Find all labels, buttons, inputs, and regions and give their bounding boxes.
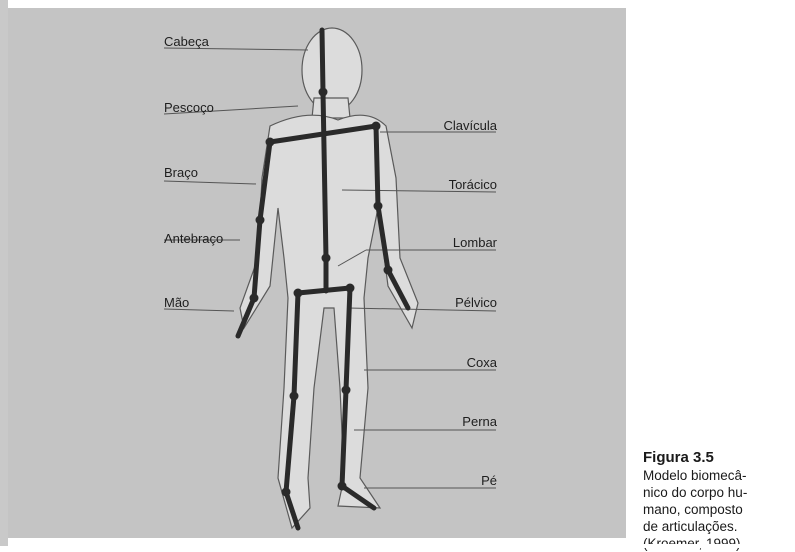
label-arm: Braço (164, 165, 198, 180)
label-hand: Mão (164, 295, 189, 310)
caption-line: Modelo biomecâ- (643, 467, 793, 484)
caption-title: Figura 3.5 (643, 448, 793, 467)
caption-crop-edge (639, 544, 795, 548)
label-head: Cabeça (164, 34, 209, 49)
caption-line: nico do corpo hu- (643, 484, 793, 501)
page-edge (0, 0, 8, 546)
figure-panel: Cabeça Pescoço Braço Antebraço Mão Claví… (8, 8, 626, 538)
label-leg: Perna (462, 414, 497, 429)
label-pelvic: Pélvico (455, 295, 497, 310)
caption-line: mano, composto (643, 501, 793, 518)
caption-line: de articulações. (643, 518, 793, 535)
label-lumbar: Lombar (453, 235, 497, 250)
label-clavicle: Clavícula (444, 118, 497, 133)
label-neck: Pescoço (164, 100, 214, 115)
label-foot: Pé (481, 473, 497, 488)
body-illustration (8, 8, 626, 538)
label-thigh: Coxa (467, 355, 497, 370)
label-forearm: Antebraço (164, 231, 223, 246)
figure-caption: Figura 3.5 Modelo biomecâ- nico do corpo… (643, 448, 793, 552)
label-thoracic: Torácico (449, 177, 497, 192)
